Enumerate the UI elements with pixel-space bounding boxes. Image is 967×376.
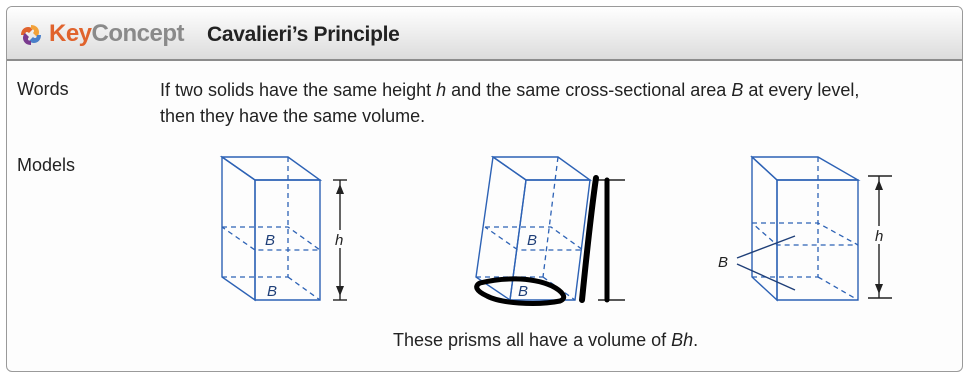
words-line1-a: If two solids have the same height [160, 80, 437, 100]
prism-oblique-mid-B: B [527, 232, 537, 249]
models-label: Models [17, 155, 76, 175]
brand-key: Key [49, 20, 92, 47]
words-text: If two solids have the same height h and… [160, 77, 960, 129]
words-line1-c: at every level, [743, 80, 860, 100]
caption: These prisms all have a volume of Bh. [393, 330, 698, 351]
prism-right: B B h [219, 155, 350, 302]
caption-suffix: . [693, 330, 699, 350]
handwritten-stroke [579, 175, 599, 303]
prism-right-mid-B: B [265, 232, 275, 249]
key-concept-card: KeyConcept Cavalieri’s Principle Words I… [6, 6, 963, 372]
caption-italic: Bh [671, 330, 694, 350]
prism-right-height-h: h [335, 232, 343, 249]
header-bar: KeyConcept Cavalieri’s Principle [7, 7, 962, 61]
brand-concept: Concept [91, 20, 185, 47]
prism-callout: B h [718, 155, 892, 302]
prism-right-base-B: B [267, 283, 277, 300]
keyconcept-logo-icon [21, 25, 41, 45]
words-line2: then they have the same volume. [160, 106, 426, 126]
words-italic-B: B [731, 80, 744, 100]
prism-callout-B-label: B [718, 254, 728, 271]
words-line1-b: and the same cross-sectional area [446, 80, 732, 100]
prism-oblique: B B [474, 155, 625, 306]
words-italic-h: h [436, 80, 447, 100]
words-label: Words [17, 79, 69, 99]
brand-keyconcept: KeyConcept [49, 20, 185, 48]
prism-oblique-base-B: B [518, 283, 528, 300]
page-title: Cavalieri’s Principle [207, 23, 400, 46]
caption-prefix: These prisms all have a volume of [393, 330, 672, 350]
handwritten-base-outline [474, 276, 567, 306]
prism-callout-height-h: h [875, 228, 883, 245]
